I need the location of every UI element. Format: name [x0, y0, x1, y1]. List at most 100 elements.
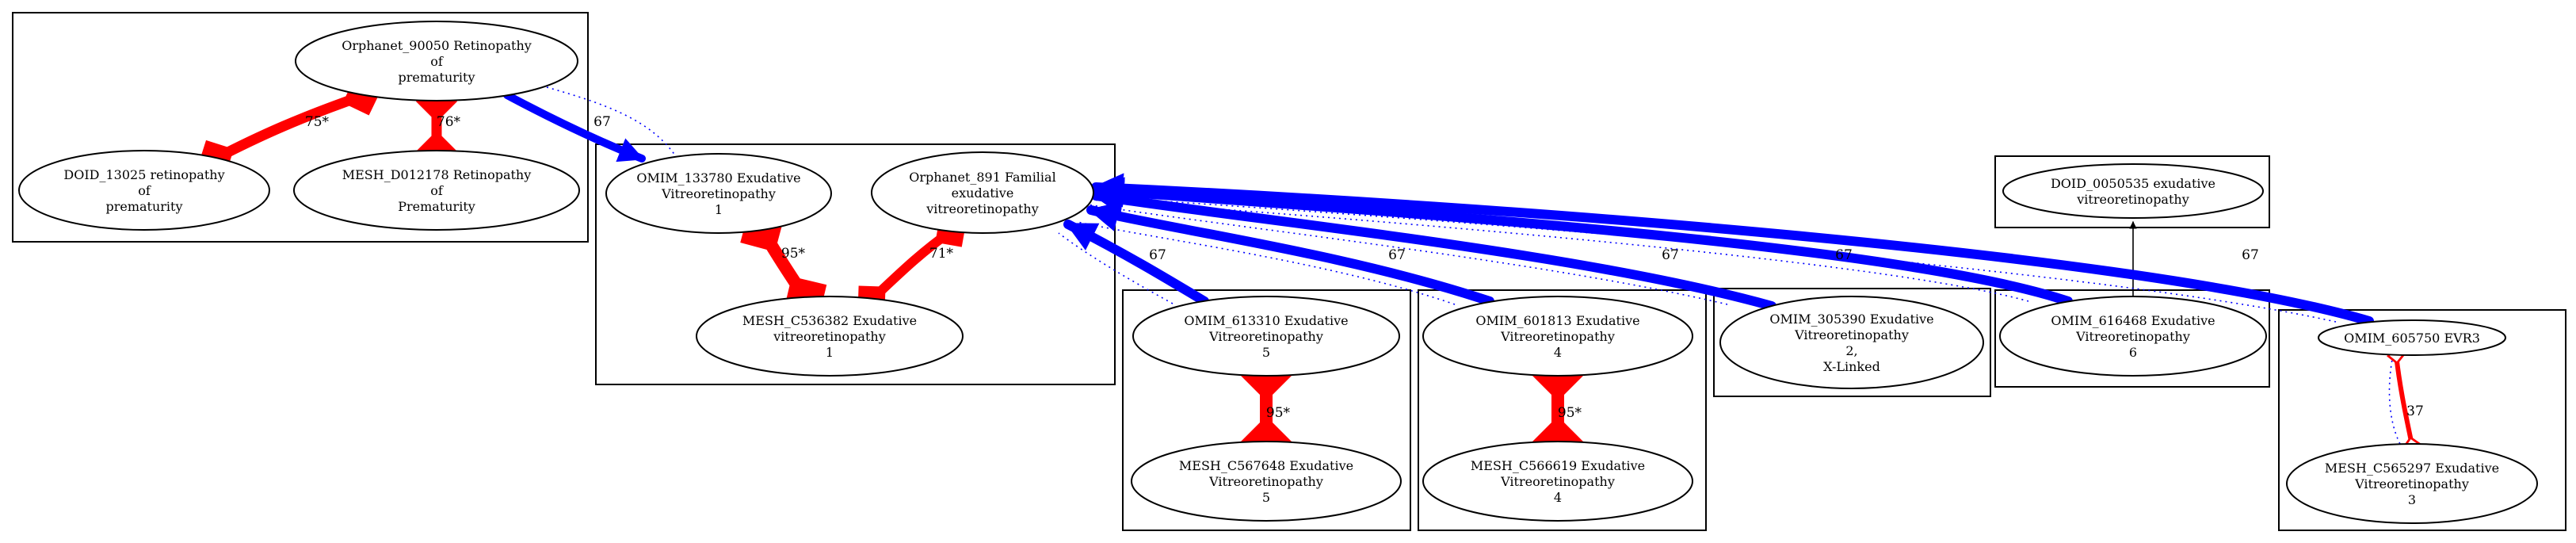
node-label-line: Orphanet_90050 Retinopathy — [342, 38, 532, 53]
edge-line — [1063, 220, 1209, 306]
node-ellipse — [1132, 296, 1400, 377]
edge-label: 95* — [781, 246, 806, 262]
edge-omim_616468-to-orphanet_891: 67 — [1090, 177, 2073, 306]
edge-orphanet_891-to-mesh_c536382: 71* — [857, 216, 967, 314]
edge-label: 75* — [305, 114, 330, 130]
node-ellipse — [1422, 296, 1693, 377]
edge-dotted-line — [1091, 196, 2337, 323]
node-label-line: prematurity — [398, 70, 475, 85]
node-label-line: OMIM_133780 Exudative — [636, 170, 800, 185]
node-label-line: Vitreoretinopathy — [2354, 476, 2469, 491]
edge-omim_613310-to-mesh_c567648: 95* — [1241, 350, 1292, 467]
node-label-line: X-Linked — [1823, 359, 1880, 374]
cluster-retinopathy-of-prematurity — [12, 12, 589, 243]
node-label-line: of — [138, 183, 151, 198]
node-label-line: OMIM_305390 Exudative — [1769, 312, 1933, 327]
node-label-line: MESH_D012178 Retinopathy — [342, 167, 532, 182]
node-label-line: Orphanet_891 Familial — [909, 170, 1055, 185]
edge-label: 37 — [2406, 403, 2424, 419]
node-label-line: vitreoretinopathy — [925, 201, 1039, 216]
edge-line — [740, 208, 827, 320]
edge-line — [1092, 177, 2073, 306]
edge-omim_605750-to-mesh_c565297: 37 — [2387, 346, 2424, 455]
edge-omim_133780-to-mesh_c536382: 95* — [740, 208, 827, 320]
edge-line — [1091, 185, 1776, 311]
node-label-line: MESH_C566619 Exudative — [1471, 458, 1645, 473]
edge-label: 67 — [1662, 247, 1679, 263]
node-label-line: Vitreoretinopathy — [1794, 327, 1909, 342]
edge-line — [1086, 201, 1494, 306]
node-ellipse — [1719, 296, 1984, 389]
node-omim-605750[interactable]: OMIM_605750 EVR3 — [2318, 319, 2506, 356]
node-label-line: vitreoretinopathy — [773, 329, 886, 344]
node-ellipse — [1422, 441, 1693, 522]
node-label-line: of — [430, 54, 444, 69]
edge-orphanet_90050-to-doid_13025: 75* — [197, 76, 382, 178]
node-label-line: 1 — [826, 345, 834, 360]
node-label-line: OMIM_613310 Exudative — [1184, 313, 1348, 328]
edge-omim_613310-to-orphanet_891: 67 — [1058, 220, 1209, 306]
edge-label: 67 — [1835, 247, 1853, 263]
edge-label: 67 — [593, 114, 611, 130]
edge-line — [1091, 173, 2374, 326]
node-label-line: Vitreoretinopathy — [1500, 474, 1615, 489]
node-ellipse — [295, 21, 578, 101]
edge-omim_305390-to-orphanet_891: 67 — [1086, 185, 1776, 311]
node-label-line: Vitreoretinopathy — [1208, 474, 1323, 489]
cluster-exudative-vitreoretinopathy-6-member — [1994, 289, 2270, 388]
cluster-exudative-vitreoretinopathy-1 — [595, 143, 1116, 385]
node-label-line: MESH_C567648 Exudative — [1179, 458, 1353, 473]
node-ellipse — [696, 296, 964, 377]
node-label-line: Vitreoretinopathy — [661, 186, 776, 201]
node-label-line: 2, — [1845, 343, 1857, 358]
node-ellipse — [605, 153, 832, 234]
edge-label: 95* — [1558, 405, 1582, 421]
edge-label: 76* — [437, 114, 461, 130]
node-label-line: 4 — [1554, 490, 1562, 505]
node-label-line: 3 — [2408, 492, 2416, 507]
node-label-line: OMIM_605750 EVR3 — [2344, 331, 2480, 346]
node-orphanet-891[interactable]: Orphanet_891 Familialexudativevitreoreti… — [871, 151, 1094, 234]
node-ellipse — [2002, 163, 2264, 219]
node-label-line: Vitreoretinopathy — [1208, 329, 1323, 344]
node-ellipse — [1131, 441, 1402, 522]
node-label-line: Prematurity — [398, 199, 475, 214]
edge-orphanet_90050-to-mesh_d012178: 76* — [416, 81, 461, 172]
edge-line — [503, 91, 646, 163]
edge-label: 95* — [1266, 405, 1291, 421]
node-label-line: MESH_C565297 Exudative — [2325, 461, 2499, 476]
node-label-line: 1 — [715, 202, 723, 217]
node-label-line: DOID_13025 retinopathy — [63, 167, 224, 182]
edge-line — [857, 216, 967, 314]
edge-omim_601813-to-mesh_c566619: 95* — [1532, 350, 1583, 467]
node-ellipse — [871, 151, 1094, 234]
node-label-line: Vitreoretinopathy — [2075, 329, 2190, 344]
node-ellipse — [2318, 319, 2506, 356]
node-ellipse — [2286, 443, 2538, 524]
edge-label: 67 — [1149, 247, 1166, 263]
node-label-line: DOID_0050535 exudative — [2051, 176, 2215, 191]
node-omim-305390[interactable]: OMIM_305390 ExudativeVitreoretinopathy2,… — [1719, 296, 1984, 389]
edge-omim_605750-to-orphanet_891: 67 — [1091, 173, 2374, 326]
edge-omim_601813-to-orphanet_891: 67 — [1077, 201, 1494, 306]
cluster-exudative-vitreoretinopathy-2 — [1713, 288, 1991, 397]
cluster-exudative-vitreoretinopathy-5 — [1122, 289, 1411, 531]
node-ellipse — [18, 150, 270, 231]
edge-line — [2387, 346, 2421, 455]
node-label-line: MESH_C536382 Exudative — [742, 313, 917, 328]
edge-line — [197, 76, 382, 178]
node-label-line: OMIM_601813 Exudative — [1475, 313, 1639, 328]
